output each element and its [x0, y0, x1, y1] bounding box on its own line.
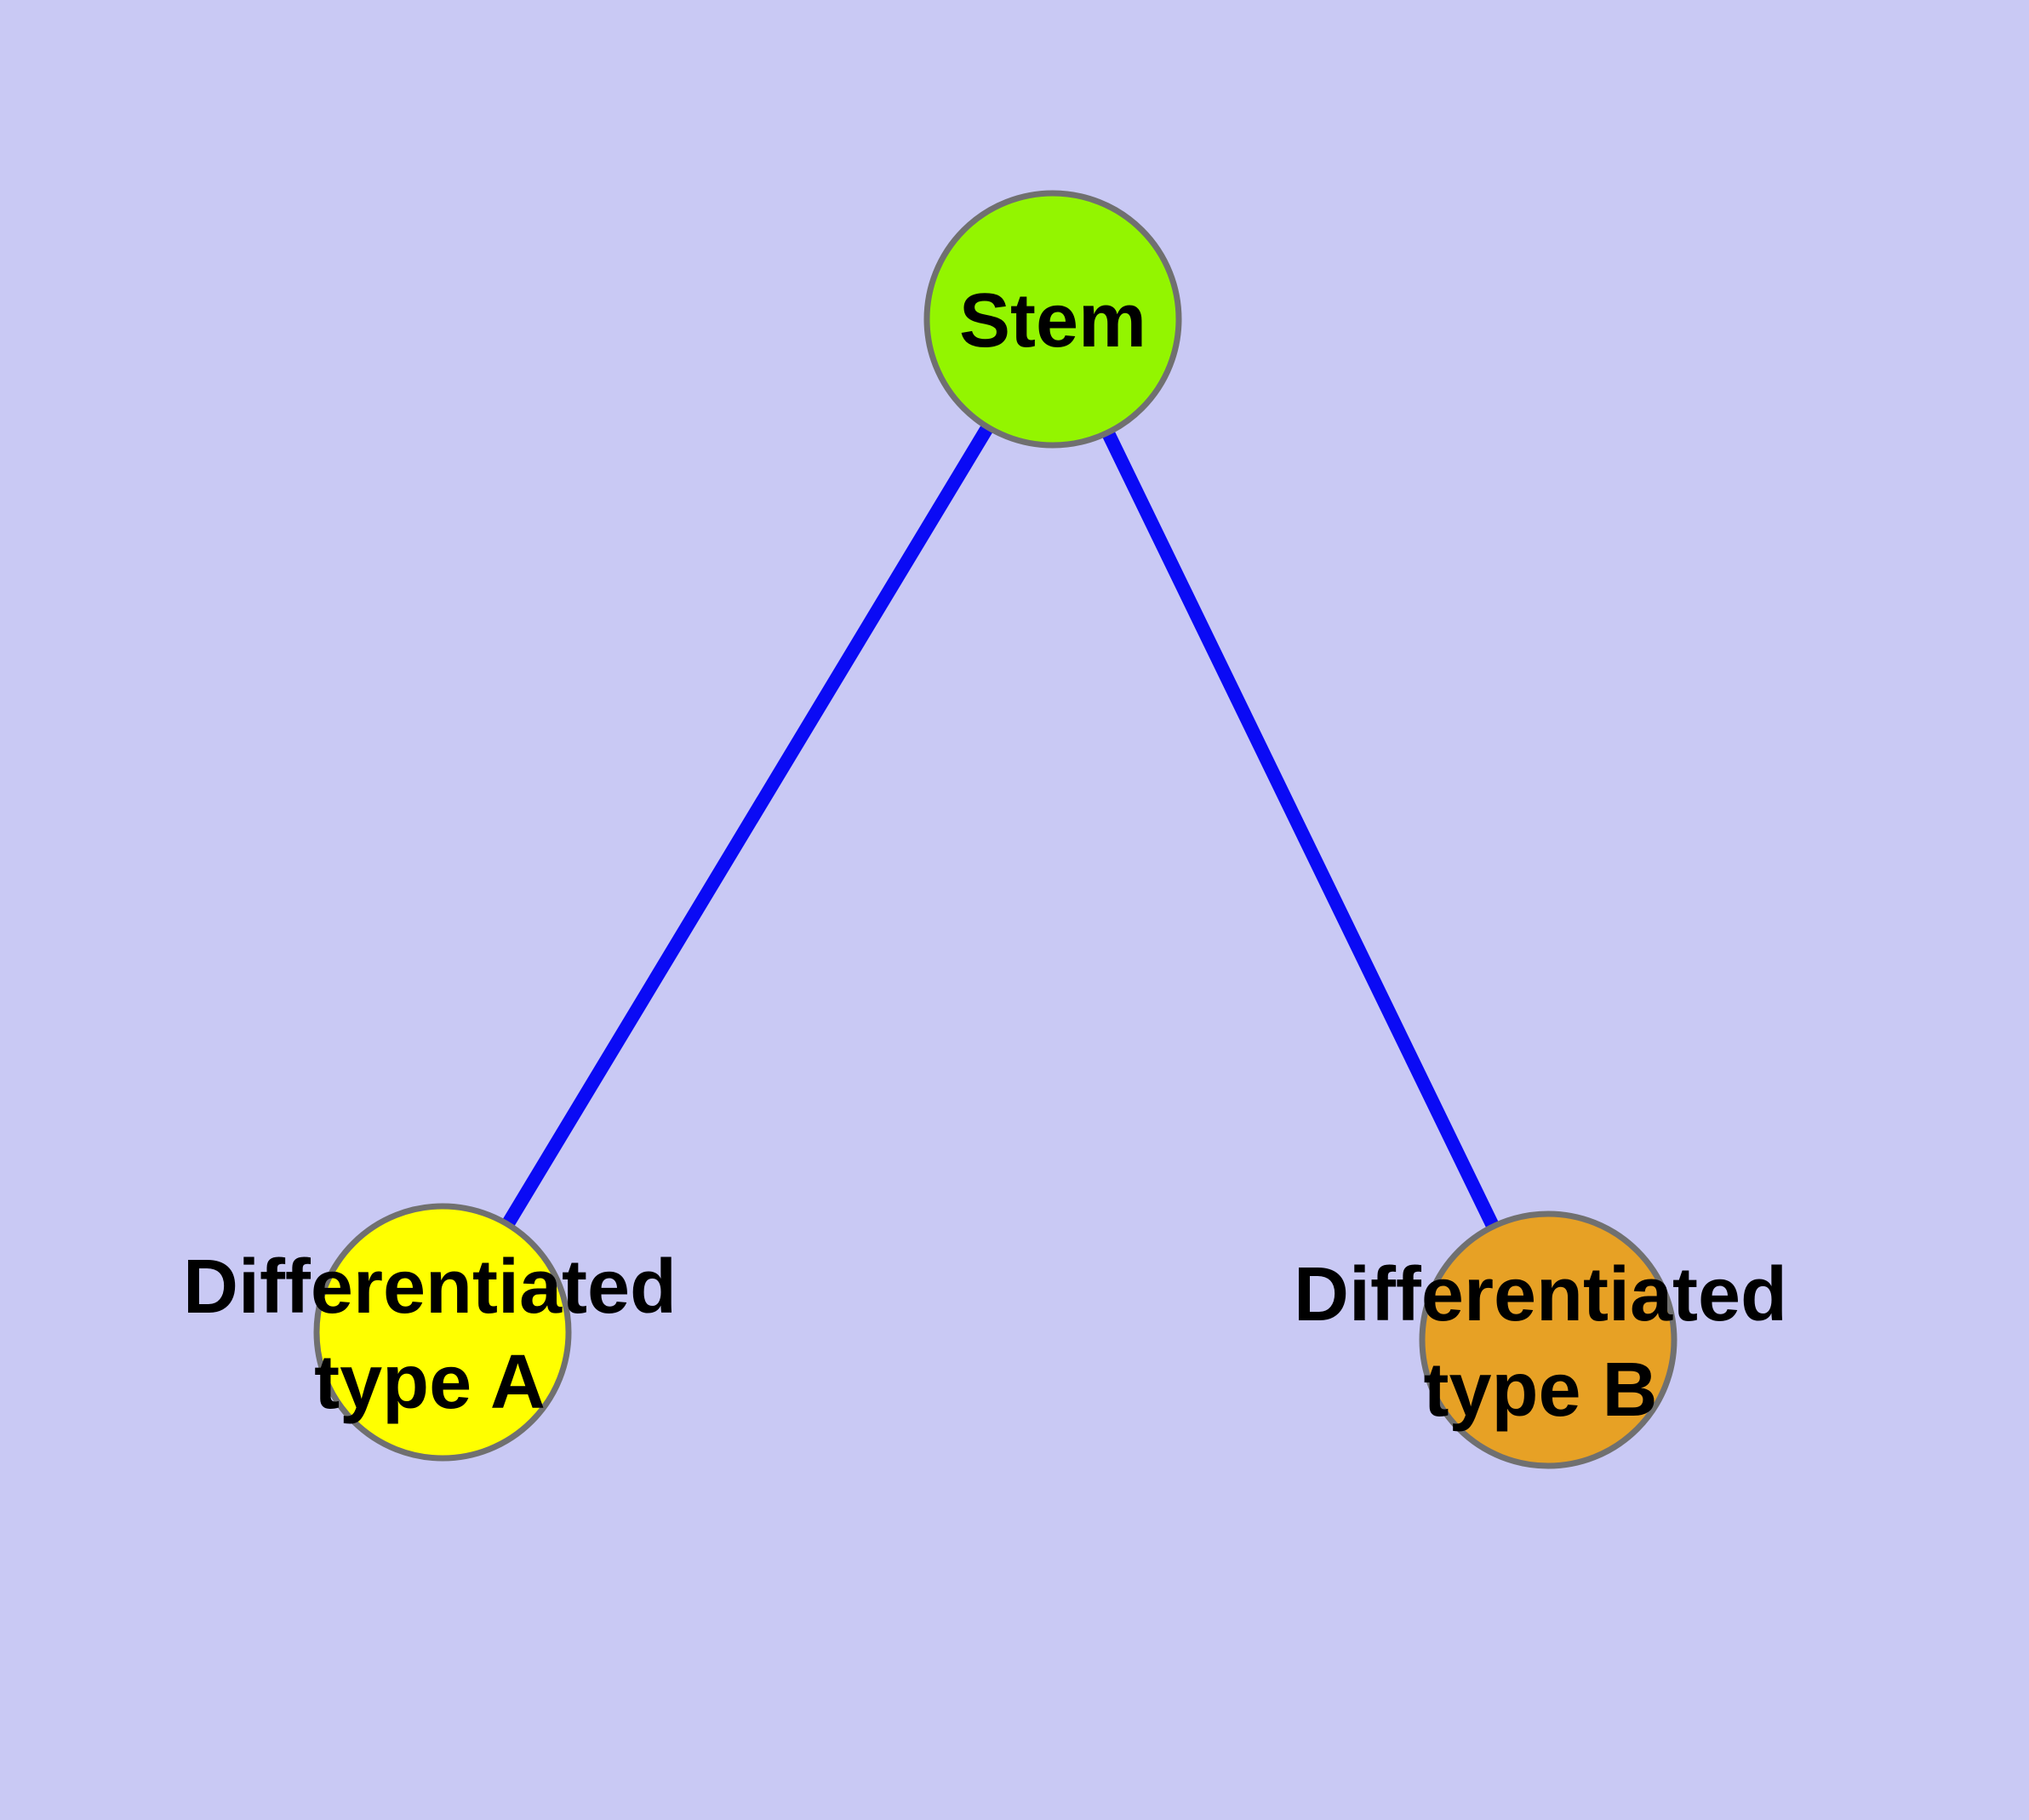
- node-stem-label: Stem: [959, 278, 1146, 363]
- node-type-b-label-line1: Differentiated: [1294, 1252, 1787, 1337]
- node-type-a-label-line2: type A: [314, 1340, 546, 1425]
- node-stem-circle: [923, 190, 1182, 449]
- node-type-b-circle: [1419, 1210, 1677, 1469]
- node-type-a-label-line1: Differentiated: [183, 1245, 677, 1330]
- node-type-b-label-line2: type B: [1423, 1348, 1657, 1433]
- node-type-a-circle: [313, 1203, 572, 1462]
- edge-stem-to-type-a: [437, 315, 1059, 1336]
- edge-stem-to-type-b: [1046, 316, 1555, 1343]
